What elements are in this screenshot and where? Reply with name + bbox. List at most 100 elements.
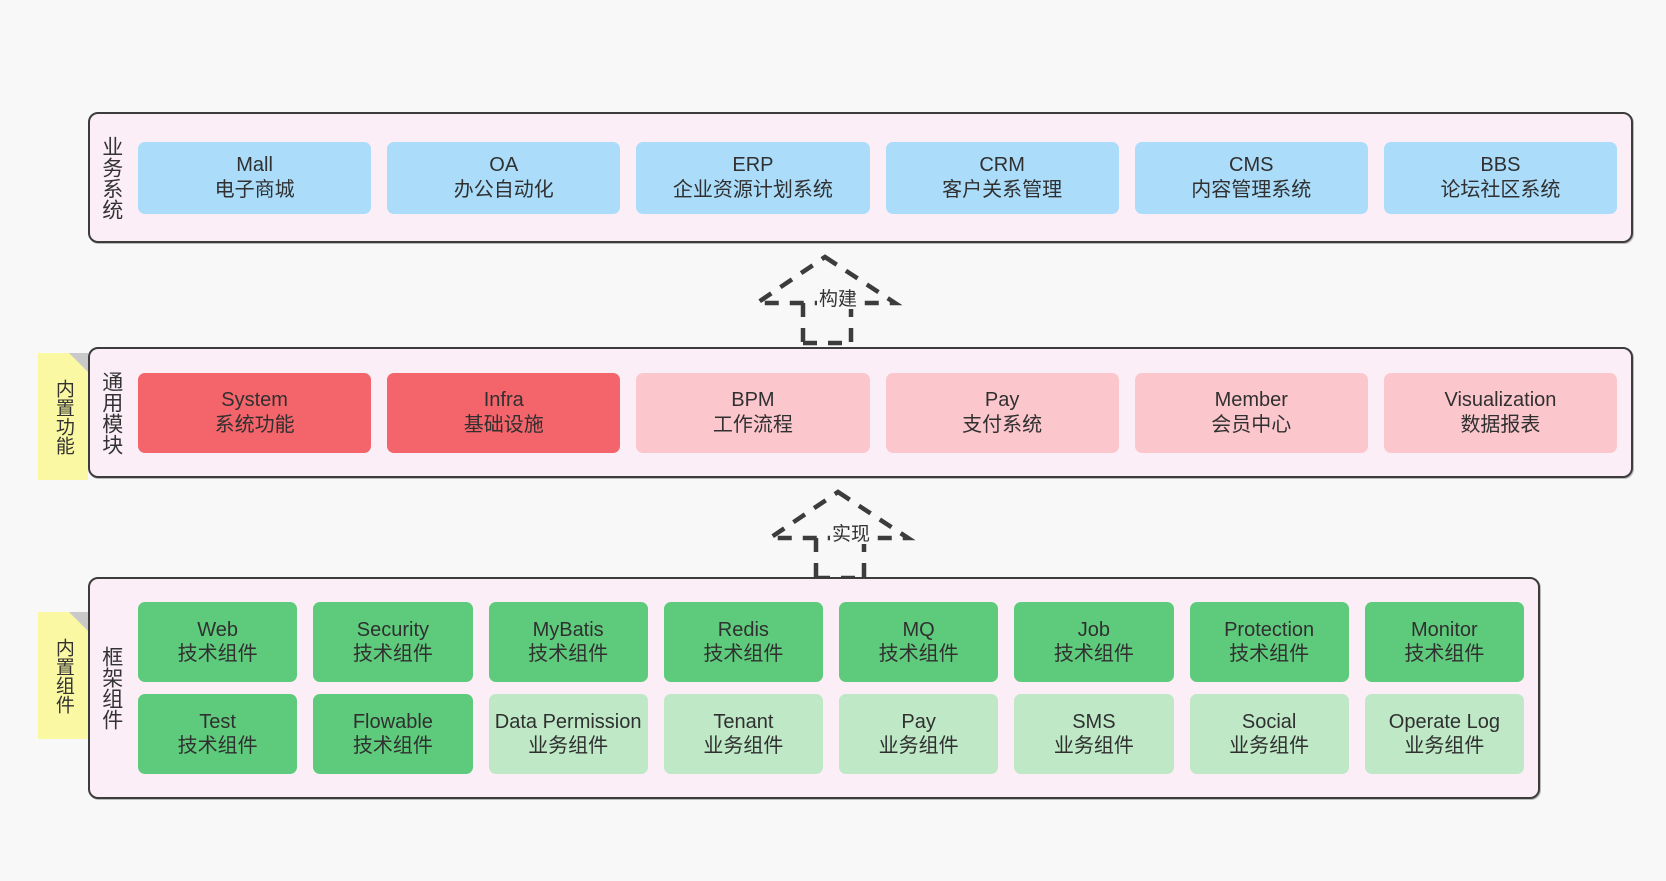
node-title-en: Flowable [352,710,433,733]
node-title-cn: 技术组件 [1053,643,1134,665]
node-operate-log[interactable]: Operate Log 业务组件 [1364,694,1524,774]
node-title-en: Pay [901,710,936,733]
folded-corner-icon [69,612,88,631]
node-flowable[interactable]: Flowable 技术组件 [313,694,473,774]
node-title-cn: 技术组件 [703,643,784,665]
node-tenant[interactable]: Tenant 业务组件 [663,694,823,774]
node-protection[interactable]: Protection 技术组件 [1189,602,1349,682]
node-crm[interactable]: CRM 客户关系管理 [885,141,1119,214]
node-title-cn: 会员中心 [1211,413,1292,436]
row: Mall 电子商城 OA 办公自动化 ERP 企业资源计划系统 CRM 客户关系… [138,141,1618,214]
node-erp[interactable]: ERP 企业资源计划系统 [636,141,870,214]
node-title-en: Pay [984,389,1020,412]
node-social[interactable]: Social 业务组件 [1189,694,1349,774]
node-title-en: BPM [731,389,775,412]
layer-body-business: Mall 电子商城 OA 办公自动化 ERP 企业资源计划系统 CRM 客户关系… [132,114,1631,241]
node-system[interactable]: System 系统功能 [138,372,372,453]
node-title-en: Protection [1224,618,1315,641]
node-title-cn: 技术组件 [1229,643,1310,665]
node-web[interactable]: Web 技术组件 [138,602,298,682]
row: Web 技术组件 Security 技术组件 MyBatis 技术组件 Redi… [138,602,1524,682]
node-title-cn: 企业资源计划系统 [672,178,833,201]
row: Test 技术组件 Flowable 技术组件 Data Permission … [138,694,1524,774]
node-redis[interactable]: Redis 技术组件 [663,602,823,682]
node-data-permission[interactable]: Data Permission 业务组件 [488,694,648,774]
node-title-cn: 技术组件 [878,643,959,665]
layer-business-systems: 业务系统 Mall 电子商城 OA 办公自动化 ERP 企业资源计划系统 CRM… [88,112,1633,243]
node-title-en: Mall [236,154,273,177]
layer-common-modules: 通用模块 System 系统功能 Infra 基础设施 BPM 工作流程 Pay… [88,347,1633,478]
layer-framework-components: 框架组件 Web 技术组件 Security 技术组件 MyBatis 技术组件… [88,577,1540,799]
node-title-en: CMS [1229,154,1274,177]
node-title-cn: 技术组件 [177,643,258,665]
node-bbs[interactable]: BBS 论坛社区系统 [1383,141,1618,214]
node-title-en: CRM [979,154,1025,177]
node-monitor[interactable]: Monitor 技术组件 [1364,602,1524,682]
node-infra[interactable]: Infra 基础设施 [387,372,621,453]
row: System 系统功能 Infra 基础设施 BPM 工作流程 Pay 支付系统… [138,372,1618,453]
node-title-cn: 数据报表 [1460,413,1541,436]
node-title-cn: 业务组件 [1229,735,1310,757]
node-title-cn: 技术组件 [177,735,258,757]
node-title-en: Visualization [1444,389,1557,412]
node-title-en: Data Permission [494,710,642,733]
node-title-en: Social [1241,710,1297,733]
node-title-en: OA [489,154,519,177]
node-title-en: MQ [902,618,935,641]
node-visualization[interactable]: Visualization 数据报表 [1383,372,1618,453]
node-title-en: Infra [483,389,524,412]
node-title-en: Job [1077,618,1110,641]
node-title-cn: 电子商城 [214,178,295,201]
arrow-build: 构建 [749,254,905,346]
node-mybatis[interactable]: MyBatis 技术组件 [488,602,648,682]
node-title-en: BBS [1480,154,1521,177]
node-mq[interactable]: MQ 技术组件 [839,602,999,682]
node-title-en: Tenant [713,710,774,733]
sticky-note-builtin-components: 内置组件 [38,612,88,739]
node-member[interactable]: Member 会员中心 [1134,372,1368,453]
arrow-label-build: 构建 [817,289,860,310]
node-security[interactable]: Security 技术组件 [313,602,473,682]
node-title-en: Monitor [1411,618,1478,641]
folded-corner-icon [69,353,88,372]
node-title-cn: 客户关系管理 [942,178,1063,201]
node-title-cn: 系统功能 [214,413,295,436]
sticky-note-label: 内置功能 [52,378,74,455]
node-title-en: Web [197,618,238,641]
layer-title-framework: 框架组件 [99,646,123,730]
node-title-cn: 业务组件 [1053,735,1134,757]
node-test[interactable]: Test 技术组件 [138,694,298,774]
node-cms[interactable]: CMS 内容管理系统 [1134,141,1368,214]
node-pay[interactable]: Pay 支付系统 [885,372,1119,453]
node-pay-component[interactable]: Pay 业务组件 [839,694,999,774]
node-title-en: Operate Log [1388,710,1500,733]
node-title-cn: 工作流程 [712,413,793,436]
node-title-cn: 业务组件 [878,735,959,757]
node-title-en: SMS [1072,710,1116,733]
node-title-cn: 基础设施 [463,413,544,436]
node-job[interactable]: Job 技术组件 [1014,602,1174,682]
node-title-cn: 技术组件 [1404,643,1485,665]
node-title-en: ERP [732,154,774,177]
node-title-cn: 技术组件 [528,643,609,665]
layer-title-common: 通用模块 [99,370,123,455]
node-title-cn: 支付系统 [962,413,1043,436]
node-mall[interactable]: Mall 电子商城 [138,141,372,214]
sticky-note-label: 内置组件 [52,637,74,714]
node-bpm[interactable]: BPM 工作流程 [636,372,870,453]
node-title-cn: 业务组件 [528,735,609,757]
node-title-en: Member [1214,389,1288,412]
node-title-cn: 业务组件 [1404,735,1485,757]
node-title-cn: 业务组件 [703,735,784,757]
node-oa[interactable]: OA 办公自动化 [387,141,621,214]
node-title-cn: 办公自动化 [453,178,554,201]
layer-body-framework: Web 技术组件 Security 技术组件 MyBatis 技术组件 Redi… [132,579,1538,797]
node-title-cn: 内容管理系统 [1191,178,1312,201]
node-title-cn: 论坛社区系统 [1440,178,1561,201]
layer-body-common: System 系统功能 Infra 基础设施 BPM 工作流程 Pay 支付系统… [132,349,1631,476]
arrow-label-implement: 实现 [830,524,873,545]
node-title-en: Test [199,710,236,733]
layer-title-business: 业务系统 [99,135,123,220]
node-sms[interactable]: SMS 业务组件 [1014,694,1174,774]
